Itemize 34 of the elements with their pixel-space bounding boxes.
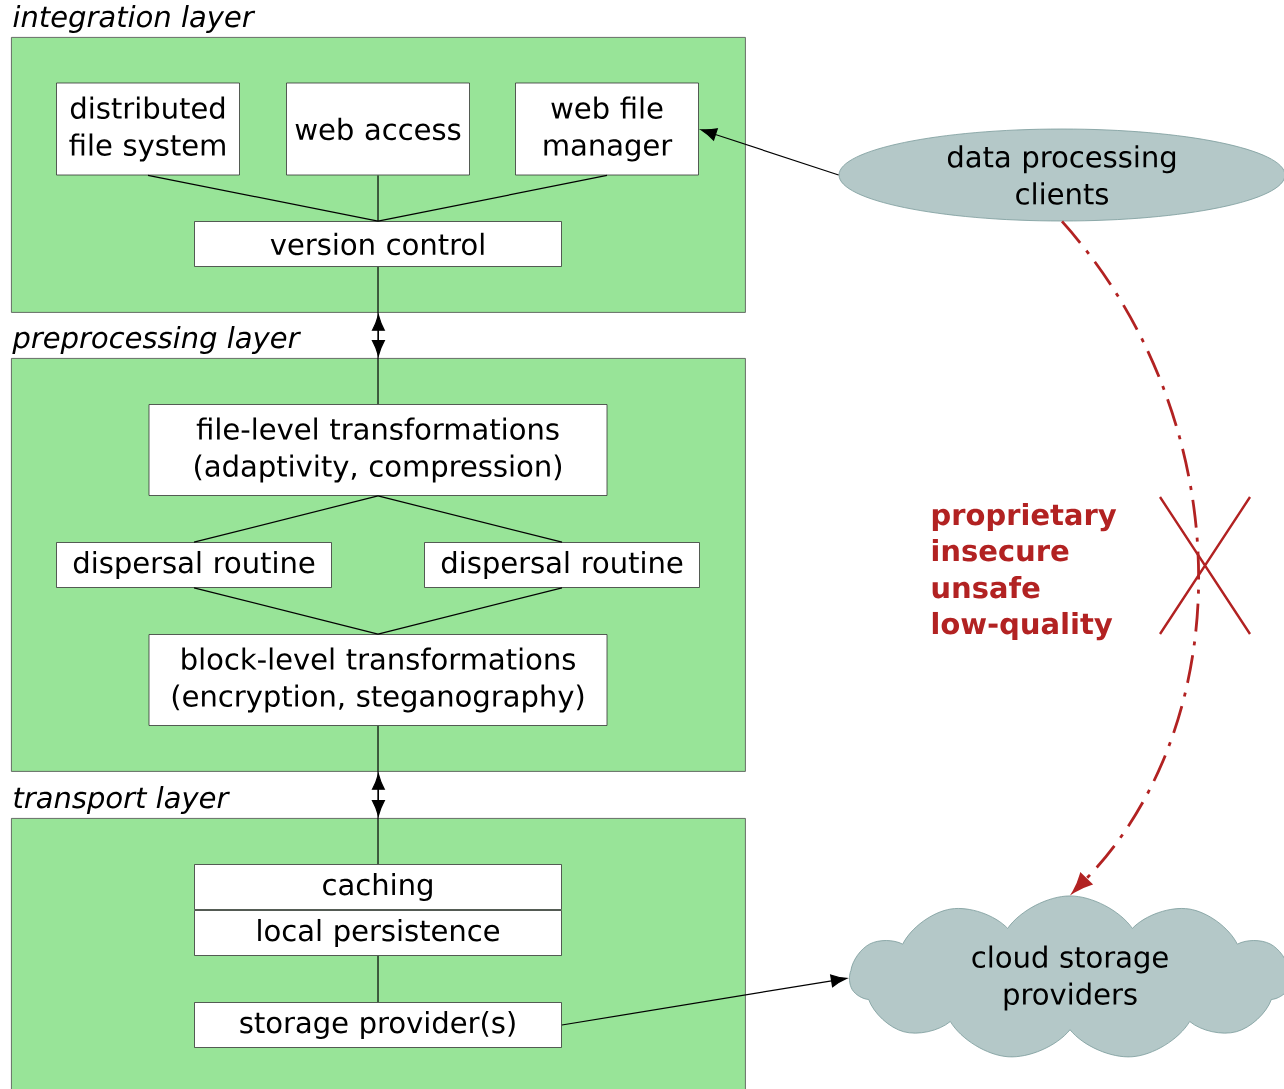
arrow — [371, 773, 385, 817]
arrow — [700, 128, 840, 176]
layer-heading: preprocessing layer — [12, 325, 301, 355]
component-box: dispersal routine — [56, 542, 332, 588]
component-box: distributed file system — [56, 82, 240, 176]
component-box: dispersal routine — [424, 542, 700, 588]
connector-line — [377, 174, 379, 222]
component-box: version control — [194, 221, 562, 267]
connector-line — [147, 174, 379, 222]
layer-heading: integration layer — [13, 4, 256, 34]
component-box: web access — [286, 82, 470, 176]
arrow — [1060, 220, 1200, 893]
warning-label: low-quality — [932, 611, 1113, 641]
component-box: web file manager — [515, 82, 699, 176]
component-box: caching — [194, 864, 562, 910]
warning-label: proprietary — [932, 502, 1117, 532]
connector-line — [377, 174, 608, 222]
connector-line — [193, 587, 379, 635]
arrow — [371, 314, 385, 357]
component-box: local persistence — [194, 910, 562, 956]
component-box: file-level transformations (adaptivity, compression) — [148, 404, 608, 496]
connector-line — [193, 495, 379, 543]
component-box: storage provider(s) — [194, 1002, 562, 1048]
connector-line — [377, 587, 563, 635]
warning-label: unsafe — [932, 575, 1040, 599]
connector-line — [377, 266, 379, 405]
layer-heading: transport layer — [14, 785, 230, 815]
component-box: block-level transformations (encryption, steganography) — [148, 634, 608, 726]
arrow — [561, 974, 848, 1026]
warning-label: insecure — [932, 538, 1069, 562]
connector-line — [377, 955, 379, 1003]
storage-cloud: cloud storage providers — [849, 895, 1284, 1058]
connector-line — [377, 495, 563, 543]
connector-line — [377, 725, 379, 865]
